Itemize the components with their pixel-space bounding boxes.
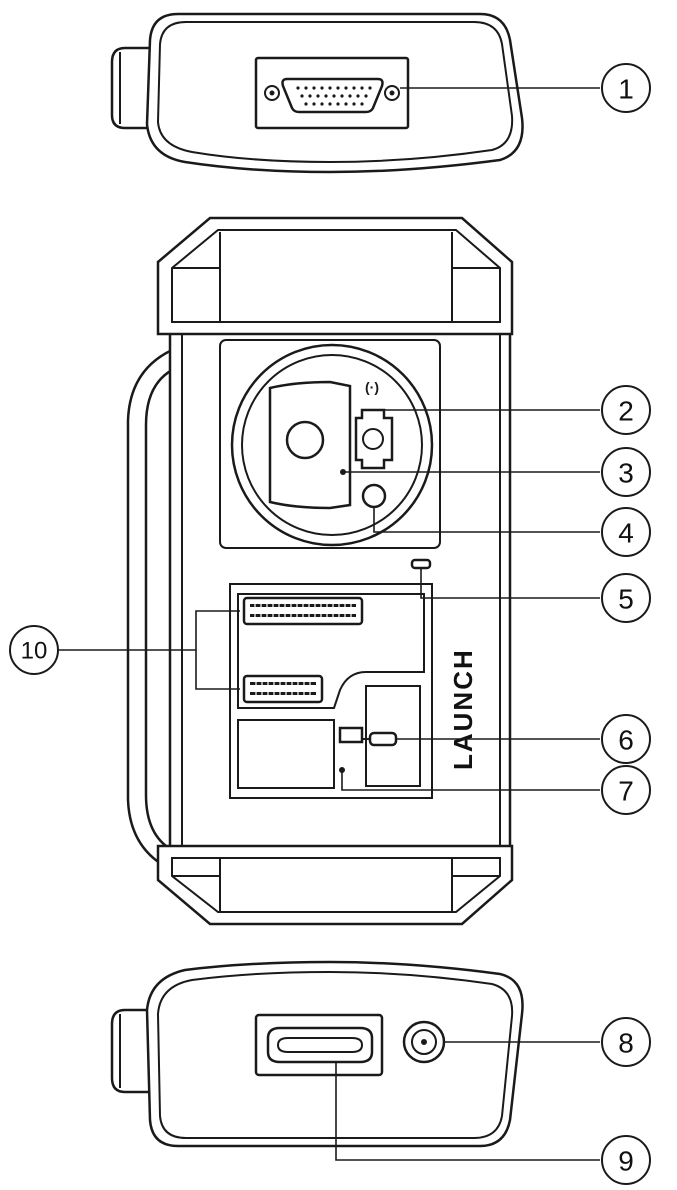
callout-3-label: 3 <box>618 458 634 489</box>
top-view <box>110 12 600 174</box>
callout-8: 8 <box>601 1017 651 1067</box>
callout-9: 9 <box>601 1135 651 1185</box>
status-led-icon <box>410 558 432 570</box>
callout-9-label: 9 <box>618 1146 634 1177</box>
front-view: (·) LAUNCH <box>58 216 600 926</box>
callout-5: 5 <box>601 573 651 623</box>
bottom-view <box>110 960 600 1161</box>
reset-hole-icon <box>339 767 345 773</box>
callout-1: 1 <box>601 63 651 113</box>
cable-lock-icon <box>338 726 364 744</box>
brand-label: LAUNCH <box>448 648 478 770</box>
callout-4-label: 4 <box>618 518 634 549</box>
callout-5-label: 5 <box>618 584 634 615</box>
key-hole-icon <box>285 420 325 460</box>
callout-3: 3 <box>601 447 651 497</box>
callout-10: 10 <box>9 625 59 675</box>
connector-panel <box>229 583 433 799</box>
callout-4: 4 <box>601 507 651 557</box>
signal-icon: (·) <box>365 379 379 395</box>
callout-2: 2 <box>601 385 651 435</box>
remote-button-icon <box>354 408 394 470</box>
hdmi-port-icon <box>266 1026 374 1064</box>
screw-right-icon <box>384 85 400 101</box>
callout-8-label: 8 <box>618 1028 634 1059</box>
key-slot <box>268 380 352 510</box>
key-reader-ring <box>230 343 434 547</box>
callout-6-label: 6 <box>618 725 634 756</box>
callout-7-label: 7 <box>618 776 634 807</box>
key-reader-panel <box>219 339 441 549</box>
callout-10-label: 10 <box>21 638 48 665</box>
cable-slot <box>365 685 421 787</box>
screw-left-icon <box>264 85 280 101</box>
callout-6: 6 <box>601 714 651 764</box>
callout-2-label: 2 <box>618 396 634 427</box>
callout-1-label: 1 <box>618 74 634 105</box>
callout-7: 7 <box>601 765 651 815</box>
